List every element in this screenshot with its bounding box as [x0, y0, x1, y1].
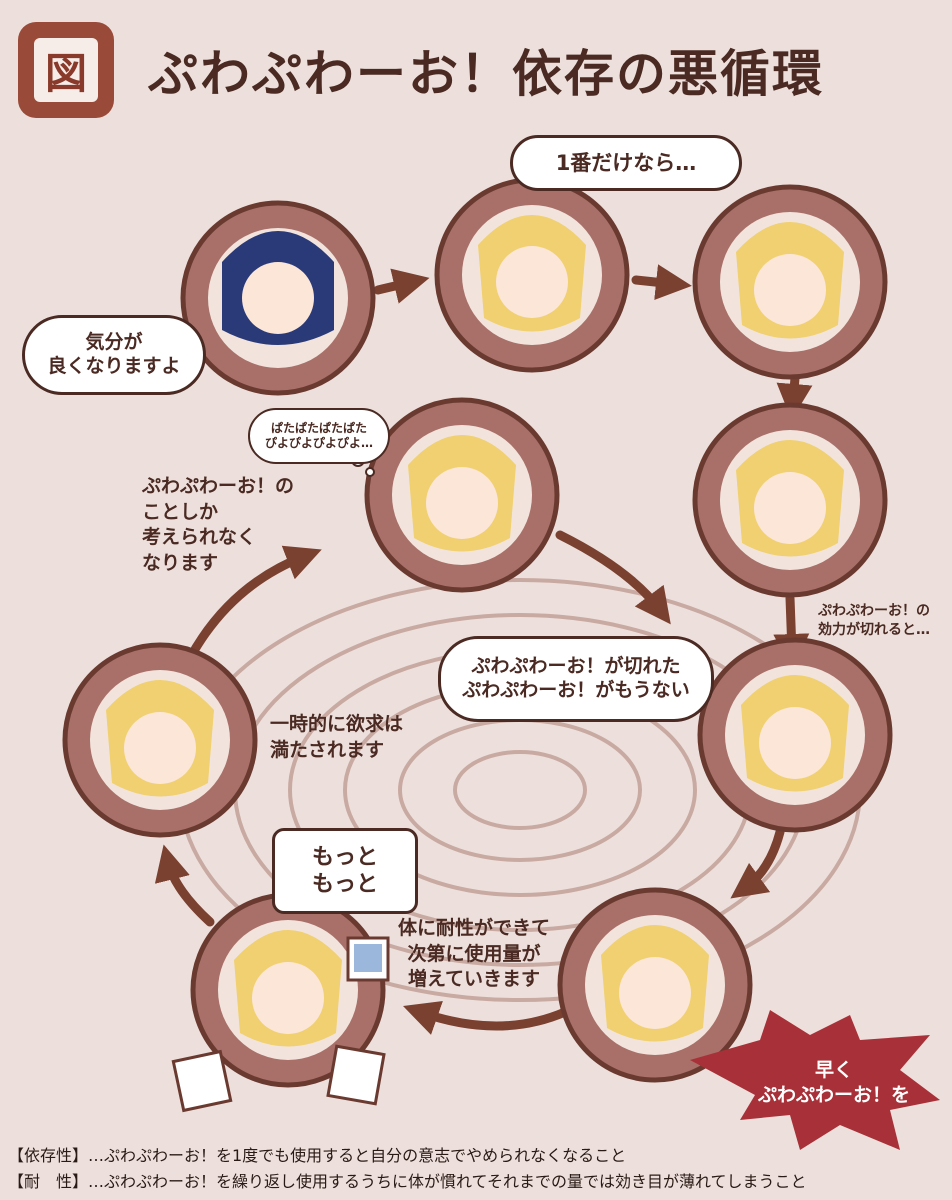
- stage-1-circle: [180, 200, 376, 396]
- star-burst-text: 早く ぷわぷわーお！を: [757, 1059, 910, 1106]
- bubble-feel-good: 気分が 良くなりますよ: [22, 315, 206, 395]
- arrow-1-2: [373, 268, 430, 304]
- bubble-only-one: 1番だけなら…: [510, 135, 742, 191]
- caption-wears-off: ぷわぷわーお！の 効力が切れると…: [818, 603, 930, 638]
- cd-case-icon: [171, 1049, 233, 1113]
- figure-badge-label: 図: [34, 38, 98, 102]
- stage-5-circle: [697, 637, 893, 833]
- arrow-7-8: [154, 844, 215, 927]
- footnote-tolerance: 【耐 性】…ぷわぷわーお！を繰り返し使用するうちに体が慣れてそれまでの量では効き…: [8, 1172, 807, 1191]
- arrows: [154, 264, 813, 1035]
- arrow-9-5: [555, 530, 671, 625]
- star-burst: [690, 1010, 940, 1150]
- stage-2-circle: [434, 177, 630, 373]
- arrow-6-7: [403, 1000, 570, 1035]
- stage-4-circle: [692, 402, 888, 598]
- bubble-thought: ぱたぱたぱたぱた ぴよぴよぴよぴよ…: [248, 408, 390, 464]
- figure-badge: 図: [18, 22, 114, 118]
- caption-cant-think: ぷわぷわーお！の ことしか 考えられなく なります: [142, 475, 295, 574]
- caption-tolerance: 体に耐性ができて 次第に使用量が 増えていきます: [398, 917, 551, 991]
- footnote-dependence: 【依存性】…ぷわぷわーお！を1度でも使用すると自分の意志でやめられなくなること: [8, 1146, 627, 1165]
- stage-3-circle: [692, 184, 888, 380]
- stage-6-circle: [557, 887, 753, 1083]
- bubble-ran-out: ぷわぷわーお！が切れた ぷわぷわーお！がもうない: [438, 636, 714, 722]
- stage-8-circle: [62, 642, 258, 838]
- page-title: ぷわぷわーお！依存の悪循環: [148, 45, 824, 103]
- cd-case-icon: [326, 1044, 386, 1106]
- arrow-2-3: [631, 264, 692, 301]
- arrow-5-6: [730, 827, 785, 899]
- arrow-3-4: [776, 373, 813, 420]
- caption-satisfied: 一時的に欲求は 満たされます: [270, 713, 404, 761]
- stage-7-circle: [190, 892, 386, 1088]
- arrow-8-9: [185, 545, 322, 663]
- stage-9-circle: [364, 397, 560, 593]
- cd-case-icon: [346, 936, 390, 982]
- bubble-more: もっと もっと: [272, 828, 418, 914]
- thought-dot: [365, 467, 375, 477]
